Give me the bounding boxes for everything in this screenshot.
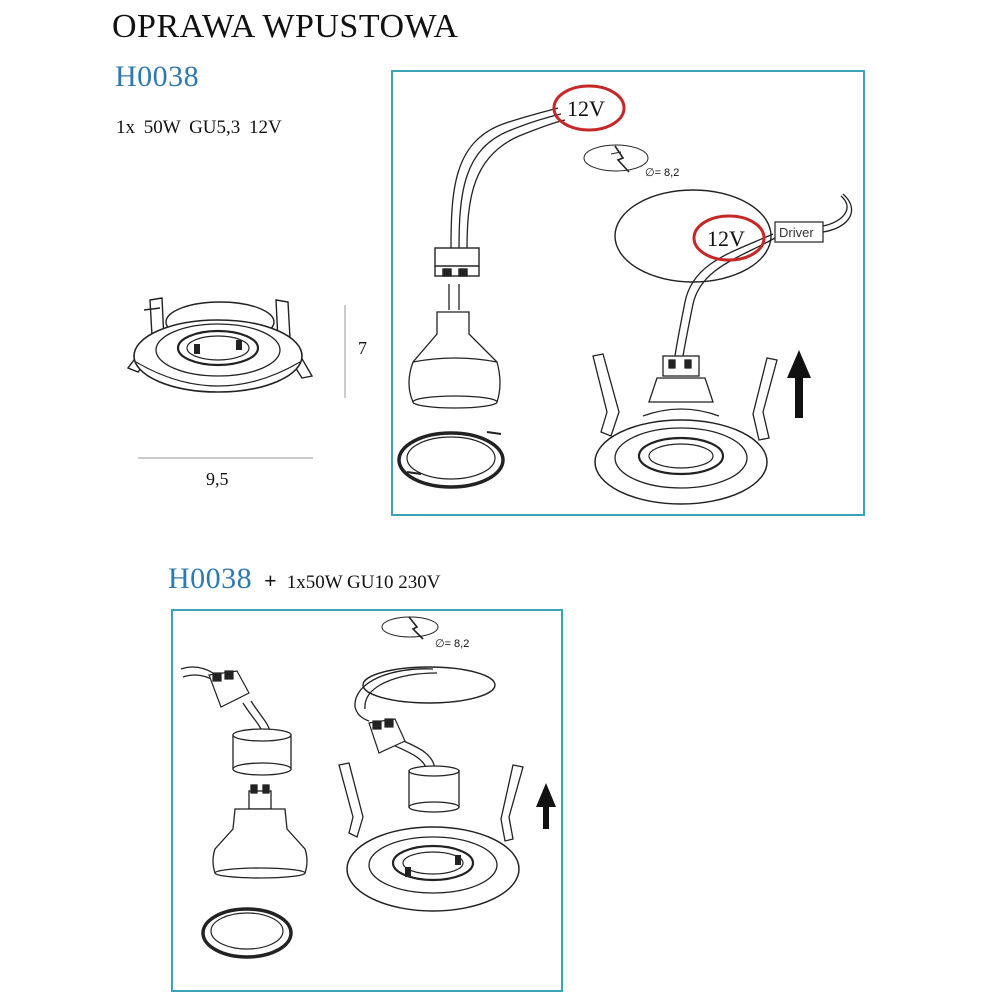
cable-12v <box>450 107 566 251</box>
ceiling-plate <box>362 666 496 704</box>
lens-ring <box>176 329 260 367</box>
variant-model-code: H0038 <box>168 562 253 595</box>
driver-cable <box>822 193 853 233</box>
page-title: OPRAWA WPUSTOWA <box>112 8 459 45</box>
product-drawing: 7 9,5 <box>100 280 380 500</box>
height-label: 7 <box>358 338 367 358</box>
gu10-socket <box>232 728 292 776</box>
supply-cable <box>674 233 776 357</box>
hole-diameter-label: ∅= 8,2 <box>645 167 679 179</box>
pin-connector <box>434 247 480 277</box>
voltage-highlight-driver <box>692 214 766 262</box>
variant-spec: 1x50W GU10 230V <box>286 572 441 593</box>
spring-clip-right <box>752 357 778 441</box>
installation-panel-230v: ∅= 8,2 <box>171 609 563 992</box>
spring-clip-right <box>500 764 524 842</box>
gu53-lamp <box>408 284 501 409</box>
terminal-block <box>368 718 406 754</box>
gu10-lamp <box>212 784 308 879</box>
ceiling-cutout-icon <box>381 616 439 640</box>
plus-sign: + <box>264 568 277 593</box>
up-arrow-icon <box>536 783 556 829</box>
retaining-ring <box>397 431 505 489</box>
driver-label: Driver <box>779 225 814 240</box>
width-label: 9,5 <box>206 469 229 489</box>
model-code: H0038 <box>115 60 200 93</box>
spec-12v: 1x 50W GU5,3 12V <box>116 117 282 138</box>
terminal-block <box>208 670 250 708</box>
up-arrow-icon <box>787 350 811 418</box>
variant-line: H0038 + 1x50W GU10 230V <box>168 562 440 596</box>
installation-panel-12v: ∅= 8,2 Driver <box>391 70 865 516</box>
spring-clip-left <box>592 353 620 437</box>
lamp-holder <box>648 355 714 403</box>
voltage-label-top: 12V <box>567 96 605 121</box>
ceiling-cutout-icon <box>583 144 649 173</box>
hole-diameter-label: ∅= 8,2 <box>435 638 469 650</box>
spring-clip-left <box>338 762 364 838</box>
gu10-socket <box>408 765 460 813</box>
driver-box <box>774 221 824 243</box>
retaining-ring <box>201 907 293 959</box>
voltage-highlight-top <box>552 84 626 132</box>
voltage-label-driver: 12V <box>707 226 745 251</box>
